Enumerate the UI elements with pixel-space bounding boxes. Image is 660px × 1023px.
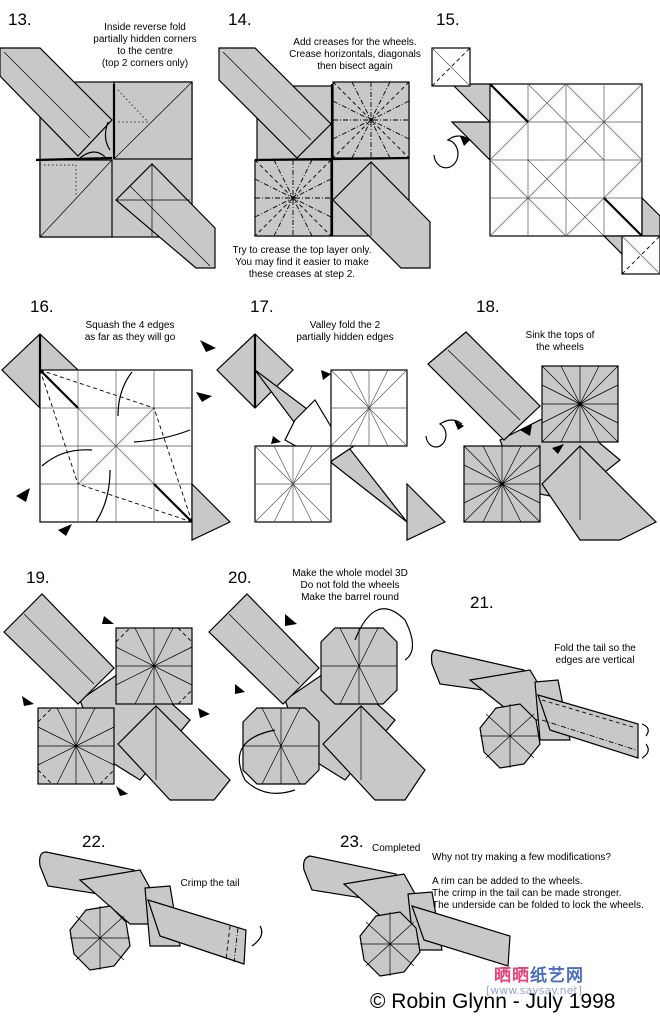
push-arrow-icon (196, 392, 212, 402)
instruction-line: partially hidden edges (296, 332, 394, 343)
step-instructions: Why not try making a few modifications? … (432, 852, 644, 912)
step-18-diagram (425, 331, 658, 541)
step-20-diagram (208, 593, 426, 801)
step-number: 15. (436, 10, 460, 29)
turn-over-icon (433, 135, 471, 169)
step-instructions: Valley fold the 2 partially hidden edges (290, 320, 400, 344)
step-number: 18. (476, 297, 500, 316)
tail (411, 905, 511, 967)
instruction-line: A rim can be added to the wheels. (432, 876, 583, 887)
instruction-line: Crease horizontals, diagonals (289, 49, 421, 60)
step-number: 19. (26, 568, 50, 587)
step-16-diagram (1, 333, 232, 541)
barrel-strip (0, 47, 113, 157)
step-number: 13. (8, 10, 32, 29)
instruction-line: Squash the 4 edges (85, 320, 175, 331)
fold-arrow (79, 151, 107, 159)
step-footnote: Try to crease the top layer only. You ma… (222, 245, 382, 281)
step-instructions: Inside reverse fold partially hidden cor… (90, 22, 200, 70)
step-number: 23. (340, 832, 364, 851)
step-23-diagram (303, 855, 511, 977)
footnote-line: these creases at step 2. (248, 269, 356, 280)
instruction-line: Make the barrel round (301, 592, 399, 603)
push-arrow-icon (198, 708, 210, 718)
sink-arrow-icon (552, 444, 564, 454)
push-arrow-icon (58, 524, 72, 536)
step-instructions: Crimp the tail (170, 878, 250, 890)
turn-over-icon (425, 419, 463, 448)
completed-label: Completed (372, 843, 421, 854)
fold-arrow (117, 371, 133, 417)
step-15-diagram (431, 47, 660, 275)
step-instructions: Fold the tail so the edges are vertical (545, 643, 645, 667)
watermark-text-blue: 纸艺网 (530, 966, 584, 986)
push-arrow-icon (285, 614, 297, 626)
instruction-line: to the centre (117, 46, 173, 57)
step-number: 20. (228, 568, 252, 587)
push-arrow-icon (16, 488, 30, 502)
instruction-line: then bisect again (317, 61, 393, 72)
step-instructions: Sink the tops of the wheels (505, 330, 615, 354)
push-arrow-icon (321, 370, 331, 380)
step-instructions: Add creases for the wheels. Crease horiz… (285, 37, 425, 73)
copyright: © Robin Glynn - July 1998 (370, 990, 616, 1013)
step-number: 14. (228, 10, 252, 29)
step-number: 22. (82, 832, 106, 851)
step-instructions: Squash the 4 edges as far as they will g… (70, 320, 190, 344)
footnote-line: Try to crease the top layer only. (232, 245, 372, 256)
step-19-diagram (3, 593, 231, 801)
instruction-line: Do not fold the wheels (300, 580, 400, 591)
watermark-logo: 晒晒纸艺网 (494, 961, 584, 986)
step-22-diagram (39, 851, 263, 971)
push-arrow-icon (22, 696, 34, 706)
instruction-line: The crimp in the tail can be made strong… (432, 888, 622, 899)
tail-strip (115, 163, 216, 269)
instruction-line: Inside reverse fold (104, 22, 186, 33)
wheel-creases-bottom (254, 159, 332, 237)
barrel-strip (427, 331, 541, 441)
instruction-line: Why not try making a few modifications? (432, 852, 611, 863)
step-number: 21. (470, 593, 494, 612)
step-number: 17. (250, 297, 274, 316)
instruction-line: the wheels (536, 342, 584, 353)
push-arrow-icon (116, 786, 128, 796)
instruction-line: The underside can be folded to lock the … (432, 900, 644, 911)
fold-arrow (354, 608, 414, 661)
instruction-line: Fold the tail so the (554, 643, 636, 654)
instruction-line: Make the whole model 3D (292, 568, 408, 579)
star-flap (284, 399, 365, 482)
instruction-line: edges are vertical (555, 655, 635, 666)
tail (147, 899, 247, 965)
instruction-line: (top 2 corners only) (101, 58, 189, 69)
push-arrow-icon (235, 684, 245, 694)
instruction-line: Valley fold the 2 (309, 320, 381, 331)
step-number: 16. (30, 297, 54, 316)
instruction-line: partially hidden corners (93, 34, 197, 45)
step-13-diagram (0, 47, 216, 269)
watermark-url: [www.saysay.net] (486, 984, 583, 997)
push-arrow-icon (200, 340, 216, 352)
wheel-creases-top (332, 81, 410, 159)
watermark-text-pink: 晒晒 (494, 966, 530, 986)
step-instructions: Make the whole model 3D Do not fold the … (285, 568, 415, 604)
footnote-line: You may find it easier to make (235, 257, 369, 268)
step-17-diagram (216, 333, 447, 541)
instruction-line: Crimp the tail (180, 878, 240, 889)
instruction-line: as far as they will go (84, 332, 176, 343)
tail (537, 694, 639, 759)
step-21-diagram (430, 649, 649, 769)
step-14-diagram (218, 47, 431, 269)
push-arrow-icon (102, 616, 114, 624)
instruction-line: Sink the tops of (525, 330, 595, 341)
push-arrow-icon (271, 436, 281, 444)
sink-arrow-icon (520, 424, 532, 436)
instruction-line: Add creases for the wheels. (293, 37, 417, 48)
